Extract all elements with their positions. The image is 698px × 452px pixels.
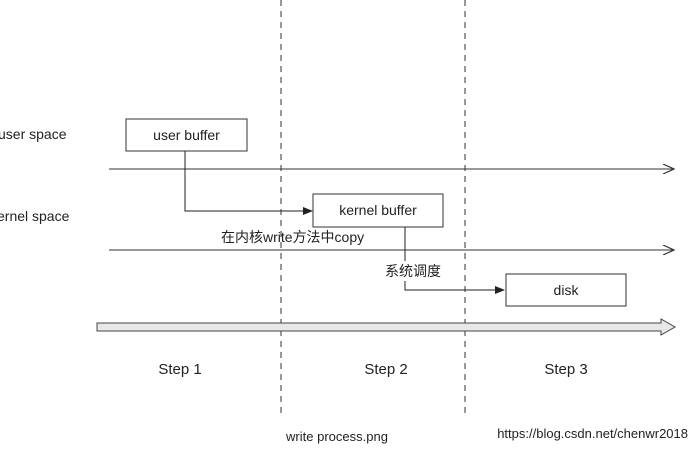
copy-connector	[184, 151, 313, 215]
step-2-label: Step 2	[364, 361, 407, 378]
user-buffer-label: user buffer	[153, 127, 220, 143]
disk-node: disk	[505, 273, 627, 307]
user-space-label: user space	[0, 126, 67, 142]
step-1-label: Step 1	[158, 361, 201, 378]
watermark-text: https://blog.csdn.net/chenwr2018	[497, 426, 688, 441]
schedule-label: 系统调度	[385, 263, 441, 279]
time-arrow	[96, 318, 677, 336]
kernel-buffer-label: kernel buffer	[339, 202, 417, 218]
image-caption: write process.png	[285, 429, 388, 444]
kernel-space-label: kernel space	[0, 208, 70, 224]
copy-label: 在内核write方法中copy	[221, 229, 364, 245]
kernel-buffer-node: kernel buffer	[312, 193, 444, 228]
user-buffer-node: user buffer	[125, 118, 248, 152]
schedule-connector	[404, 227, 505, 294]
step-3-label: Step 3	[544, 361, 587, 378]
disk-label: disk	[554, 282, 580, 298]
